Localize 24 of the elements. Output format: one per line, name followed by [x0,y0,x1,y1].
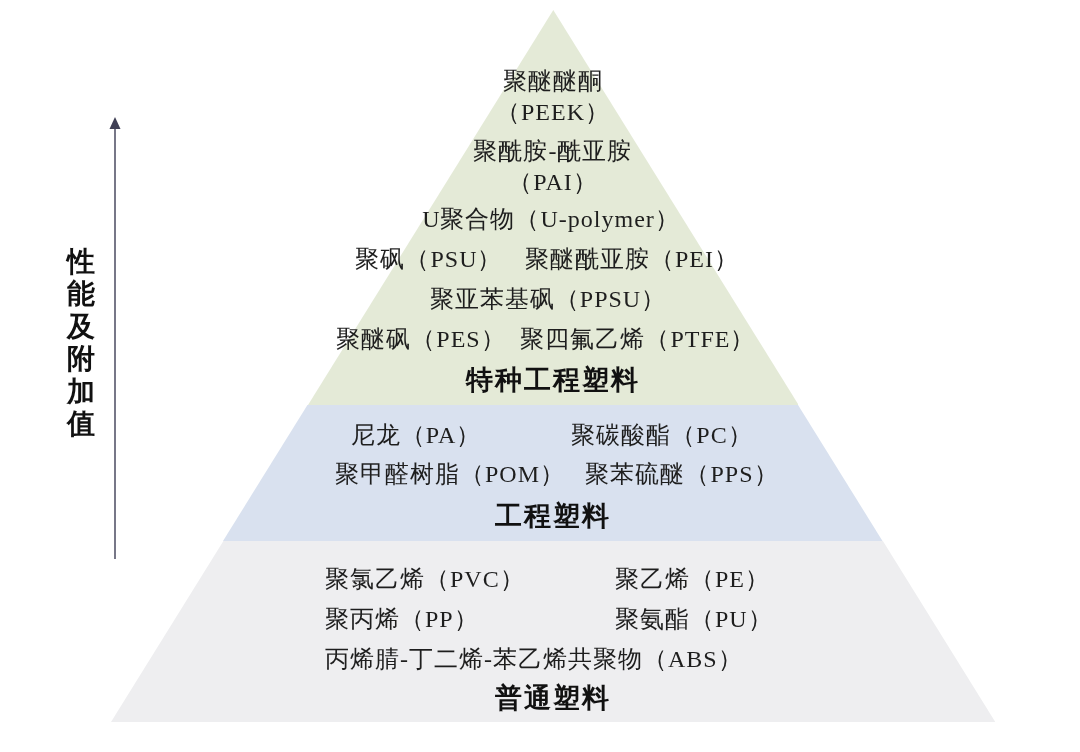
polymer-name: 聚乙烯（PE） [615,565,770,595]
polymer-name: 聚亚苯基砜（PPSU） [429,285,667,315]
polymer-name: 丙烯腈-丁二烯-苯乙烯共聚物（ABS） [325,645,743,675]
vertical-axis-label: 性能及附加值 [67,245,95,441]
tier-heading: 特种工程塑料 [466,363,640,397]
polymer-name: 聚苯硫醚（PPS） [585,460,779,490]
pyramid-middle-tier [223,405,883,541]
polymer-name: 聚甲醛树脂（POM） [334,460,565,490]
polymer-name: 聚丙烯（PP） [325,605,479,635]
polymer-name: 聚氯乙烯（PVC） [325,565,525,595]
polymer-name: 尼龙（PA） [350,421,482,451]
polymer-name: 聚碳酸酯（PC） [571,421,753,451]
polymer-name: 聚醚砜（PES） [336,325,506,355]
polymer-name: 聚酰胺-酰亚胺（PAI） [472,136,634,197]
polymer-name: 聚氨酯（PU） [615,605,773,635]
tier-heading: 普通塑料 [495,681,611,715]
polymer-name: U聚合物（U-polymer） [422,205,680,235]
pyramid-top-tier [307,10,799,405]
polymer-name: 聚醚醚酮（PEEK） [495,66,611,127]
polymer-name: 聚四氟乙烯（PTFE） [520,325,756,355]
pyramid-base-tier [110,541,996,722]
tier-heading: 工程塑料 [495,499,611,533]
polymer-name: 聚醚酰亚胺（PEI） [525,245,739,275]
polymer-name: 聚砜（PSU） [355,245,503,275]
